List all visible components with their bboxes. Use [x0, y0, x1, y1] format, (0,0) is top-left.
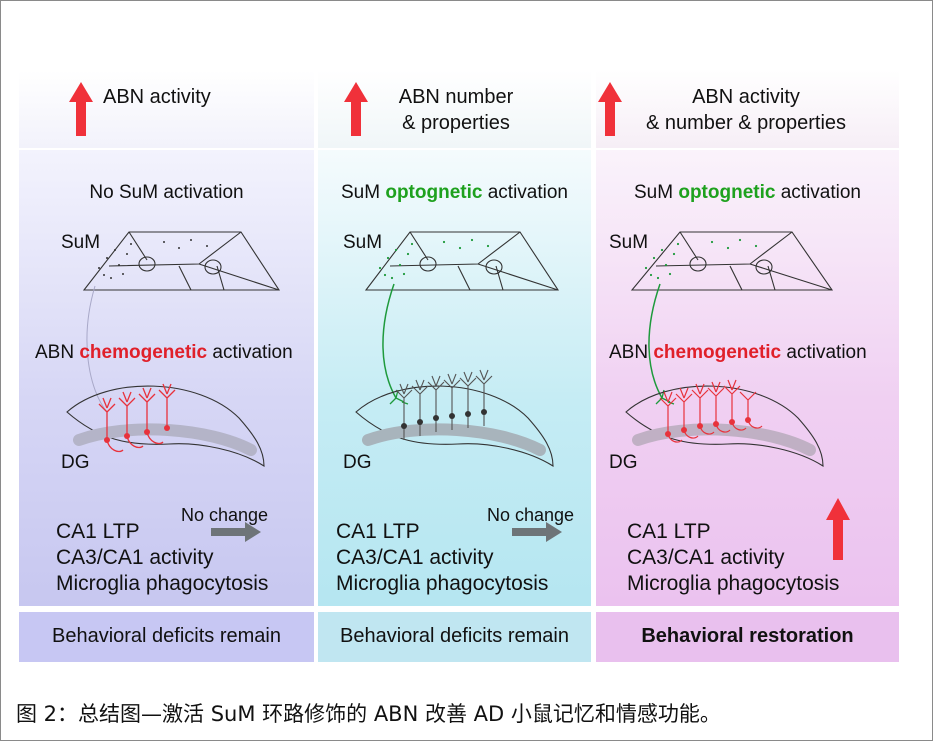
- figure-caption: 图 2：总结图—激活 SuM 环路修饰的 ABN 改善 AD 小鼠记忆和情感功能…: [16, 702, 721, 726]
- sum-activation-label: SuM optognetic activation: [633, 182, 861, 203]
- sum-activation-label: SuM optognetic activation: [340, 182, 568, 203]
- sum-neuron-dots: [98, 239, 208, 279]
- dg-label: DG: [61, 452, 90, 473]
- abn-activation-label: ABN chemogenetic activation: [609, 342, 867, 363]
- circuit-diagram: [355, 231, 560, 468]
- sum-neuron-dots: [378, 238, 490, 280]
- abn-neurons: [395, 369, 493, 440]
- sum-label: SuM: [61, 232, 101, 253]
- projection-path: [648, 283, 663, 399]
- header-line-1: ABN activity: [103, 86, 211, 108]
- circuit-diagram: [66, 231, 281, 468]
- measure-item: CA1 LTP: [56, 520, 140, 543]
- measure-item: Microglia phagocytosis: [56, 572, 269, 595]
- footer-panel-2: Behavioral deficits remain: [318, 612, 591, 662]
- dentate-gyrus: [625, 385, 824, 468]
- effect-label: No change: [181, 505, 269, 525]
- projection-path: [382, 283, 397, 399]
- sum-activation-label: No SuM activation: [89, 182, 244, 203]
- header-panel-3: ABN activity & number & properties: [596, 70, 899, 148]
- sum-label: SuM: [609, 232, 649, 253]
- right-arrow-icon: [512, 522, 562, 542]
- sum-neuron-dots: [644, 238, 758, 280]
- up-arrow-icon: [598, 82, 622, 136]
- measure-item: CA1 LTP: [336, 520, 420, 543]
- up-arrow-icon: [69, 82, 93, 136]
- measure-item: CA3/CA1 activity: [627, 546, 785, 569]
- header-line-1: ABN number: [398, 86, 514, 108]
- measure-item: CA3/CA1 activity: [336, 546, 494, 569]
- body-panel-3: SuM optognetic activation SuM: [596, 150, 899, 606]
- measure-item: CA1 LTP: [627, 520, 711, 543]
- dg-label: DG: [343, 452, 372, 473]
- abn-soma: [401, 409, 487, 429]
- header-line-2: & properties: [402, 112, 510, 134]
- projection-path: [86, 285, 108, 413]
- measure-item: CA3/CA1 activity: [56, 546, 214, 569]
- up-arrow-icon: [344, 82, 368, 136]
- abn-soma: [104, 425, 170, 443]
- effect-label: No change: [487, 505, 575, 525]
- sum-label: SuM: [343, 232, 383, 253]
- right-arrow-icon: [211, 522, 261, 542]
- header-line-1: ABN activity: [692, 86, 800, 108]
- abn-activation-label: ABN chemogenetic activation: [35, 342, 293, 363]
- outcome-label: Behavioral deficits remain: [340, 625, 569, 647]
- projection-terminal: [655, 389, 675, 405]
- header-line-2: & number & properties: [645, 112, 847, 134]
- outcome-label: Behavioral restoration: [641, 625, 854, 647]
- outcome-label: Behavioral deficits remain: [52, 625, 281, 647]
- circuit-diagram: [625, 231, 834, 468]
- sum-region-outline: [82, 231, 281, 291]
- sum-region-outline: [630, 231, 834, 291]
- body-panel-1: No SuM activation SuM: [19, 150, 314, 606]
- footer-panel-3: Behavioral restoration: [596, 612, 899, 662]
- up-arrow-icon: [826, 498, 850, 560]
- header-panel-2: ABN number & properties: [318, 70, 591, 148]
- measure-item: Microglia phagocytosis: [336, 572, 549, 595]
- dg-label: DG: [609, 452, 638, 473]
- abn-neurons: [98, 383, 176, 453]
- body-panel-2: SuM optognetic activation SuM: [318, 150, 591, 606]
- abn-soma: [665, 417, 751, 437]
- dentate-gyrus: [355, 385, 554, 468]
- measure-item: Microglia phagocytosis: [627, 572, 840, 595]
- projection-terminal: [389, 389, 409, 405]
- abn-neurons: [659, 379, 763, 443]
- header-panel-1: ABN activity: [19, 70, 314, 148]
- footer-panel-1: Behavioral deficits remain: [19, 612, 314, 662]
- sum-region-outline: [364, 231, 560, 291]
